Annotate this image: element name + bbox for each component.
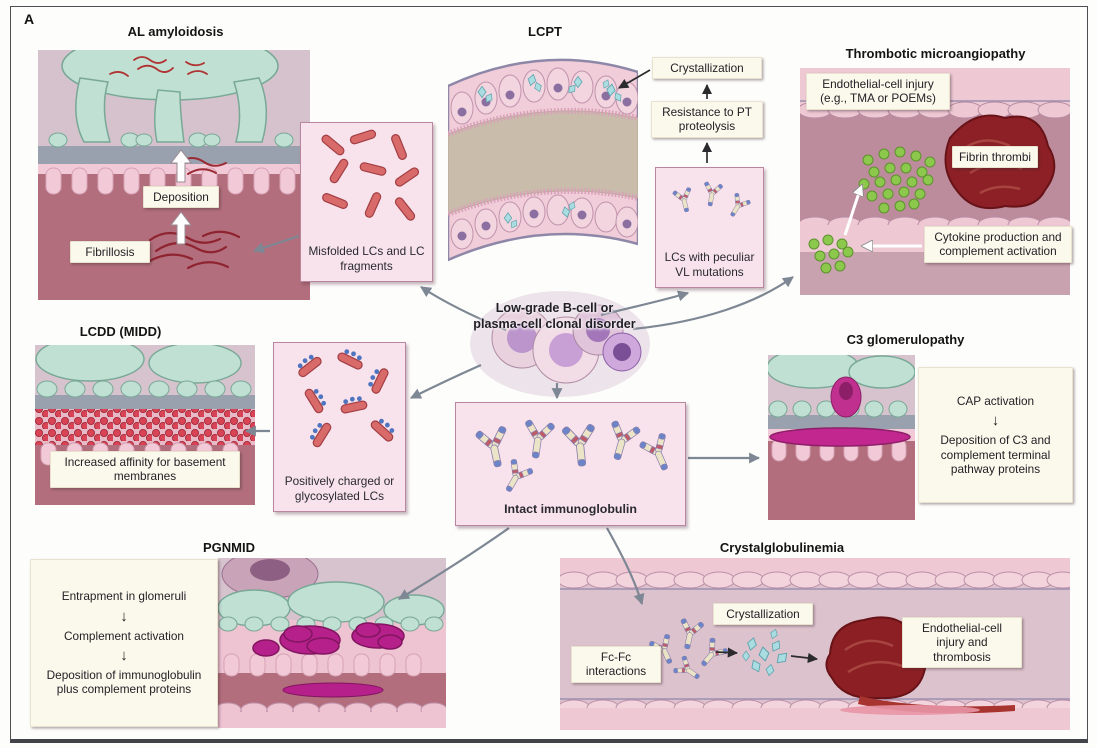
up-arrow-icon	[169, 149, 193, 245]
positively-charged-box: Positively charged or glycosylated LCs	[273, 342, 406, 512]
mesangial-cell	[221, 549, 319, 599]
podocyte	[35, 336, 242, 384]
c3-title: C3 glomerulopathy	[846, 332, 965, 347]
crystal-injury-label: Endothelial-cell injury and thrombosis	[902, 617, 1022, 669]
tma-title: Thrombotic microangiopathy	[845, 46, 1026, 61]
pgnmid-illustration	[214, 549, 448, 733]
foot-processes	[48, 132, 294, 148]
podocyte	[61, 31, 279, 143]
al-amyloidosis-illustration	[38, 31, 310, 305]
lcdd-affinity-label: Increased affinity for basement membrane…	[50, 451, 240, 488]
crystalglobulinemia-vessel-illustration	[557, 558, 1080, 735]
cytokine-dots-lower	[808, 234, 854, 274]
fcfc-label: Fc-Fc interactions	[571, 646, 661, 683]
al-title: AL amyloidosis	[127, 24, 224, 39]
panel-label: A	[24, 11, 35, 27]
positively-charged-text: Positively charged or glycosylated LCs	[284, 474, 395, 503]
intact-immunoglobulin-box: Intact immunoglobulin	[455, 402, 686, 526]
intact-immunoglobulin-text: Intact immunoglobulin	[504, 501, 637, 516]
deposition-label: Deposition	[143, 186, 219, 209]
crystalglobulinemia-title: Crystalglobulinemia	[719, 540, 845, 555]
fibrin-thrombi-label: Fibrin thrombi	[952, 146, 1038, 169]
entrapment-label: Entrapment in glomeruli	[61, 589, 187, 604]
podocyte	[217, 581, 445, 627]
lcpt-tubule-illustration	[446, 46, 640, 295]
c3-deposition-label: Deposition of C3 and complement terminal…	[940, 433, 1051, 476]
c3-deposit-ribbon	[769, 427, 911, 447]
clonal-disorder-text: Low-grade B-cell or plasma-cell clonal d…	[473, 301, 636, 332]
deposit-streak	[282, 682, 384, 698]
tma-injury-label: Endothelial-cell injury (e.g., TMA or PO…	[806, 73, 950, 110]
foot-processes	[218, 616, 444, 632]
vl-mutation-box: LCs with peculiar VL mutations	[655, 167, 764, 288]
immune-deposits	[252, 622, 405, 657]
granular-deposits	[35, 409, 255, 445]
fibrillosis-label: Fibrillosis	[70, 241, 150, 264]
podocyte	[766, 347, 916, 389]
foot-processes	[36, 380, 252, 398]
lcpt-crystallization-label: Crystallization	[652, 57, 762, 80]
pgnmid-deposition-label: Deposition of immunoglobulin plus comple…	[46, 668, 202, 697]
cell-nuclei-bottom	[457, 209, 632, 241]
clonal-cells-illustration	[468, 286, 652, 405]
endothelium-teeth	[223, 653, 422, 677]
complement-activation-label: Complement activation	[64, 628, 184, 643]
tma-vessel-illustration	[797, 68, 1073, 300]
misfolded-lc-text: Misfolded LCs and LC fragments	[308, 244, 425, 273]
lcpt-title: LCPT	[528, 24, 562, 39]
cap-activation-label: CAP activation	[956, 393, 1035, 408]
vl-mutation-text: LCs with peculiar VL mutations	[664, 250, 755, 279]
thrombus	[825, 616, 1015, 715]
lcdd-title: LCDD (MIDD)	[79, 324, 162, 339]
cytokine-label: Cytokine production and complement activ…	[924, 226, 1072, 263]
c3-step-box: CAP activation ↓ Deposition of C3 and co…	[918, 367, 1073, 503]
down-arrow-icon: ↓	[991, 412, 1000, 430]
pgnmid-step-box: Entrapment in glomeruli ↓ Complement act…	[30, 559, 218, 727]
down-arrow-icon: ↓	[120, 647, 128, 664]
amyloid-fibrils	[109, 56, 208, 77]
pgnmid-title: PGNMID	[203, 540, 255, 555]
down-arrow-icon: ↓	[120, 607, 128, 625]
fibrillosis-tangles	[146, 230, 241, 270]
c3-illustration	[766, 347, 916, 525]
infiltrating-cell	[830, 376, 862, 418]
crystal-crystallization-label: Crystallization	[713, 603, 813, 626]
misfolded-lc-box: Misfolded LCs and LC fragments	[300, 122, 433, 282]
resistance-label: Resistance to PT proteolysis	[651, 101, 763, 138]
